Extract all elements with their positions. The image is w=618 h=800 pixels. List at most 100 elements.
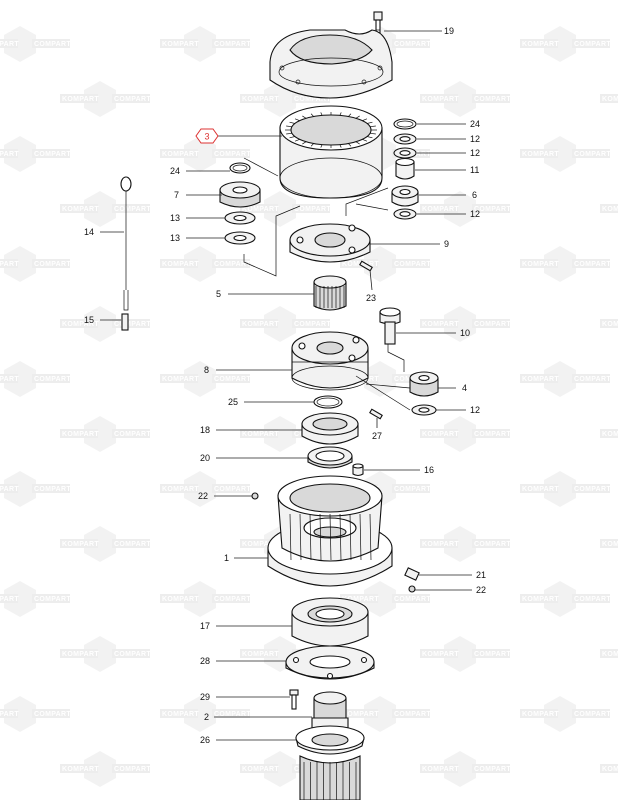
watermark-text: KOMPART xyxy=(342,596,379,603)
gear-tooth xyxy=(369,132,376,135)
label-16: 16 xyxy=(424,465,434,475)
gear-tooth xyxy=(362,139,368,142)
label-12-a: 12 xyxy=(470,134,480,144)
part-28-cover-plate[interactable] xyxy=(285,645,375,680)
watermark-text: KOMPART xyxy=(602,321,618,328)
watermark-text: KOMPART xyxy=(0,376,19,383)
part-22-plug-a[interactable] xyxy=(251,492,259,500)
watermark-layer: KOMPARTCOMPARTKOMPARTCOMPARTKOMPARTCOMPA… xyxy=(0,26,618,787)
gear-tooth xyxy=(302,115,307,119)
watermark-text: COMPART xyxy=(214,596,251,603)
watermark-text: KOMPART xyxy=(522,376,559,383)
part-24-oring-top[interactable] xyxy=(393,118,417,130)
gear-tooth xyxy=(294,139,300,142)
watermark-text: KOMPART xyxy=(422,96,459,103)
part-8-carrier[interactable] xyxy=(291,331,369,391)
watermark-text: KOMPART xyxy=(602,541,618,548)
part-14-dipstick[interactable] xyxy=(120,176,132,311)
gear-tooth xyxy=(289,121,296,124)
part-25-oring[interactable] xyxy=(313,395,343,409)
part-12-washer-a[interactable] xyxy=(393,133,417,145)
part-18-bearing[interactable] xyxy=(301,412,359,445)
label-29: 29 xyxy=(200,692,210,702)
label-4: 4 xyxy=(462,383,467,393)
label-27: 27 xyxy=(372,431,382,441)
watermark-text: COMPART xyxy=(34,596,71,603)
part-26-pinion-gear[interactable] xyxy=(295,725,365,800)
part-12-washer-d[interactable] xyxy=(411,404,437,416)
part-10-pin[interactable] xyxy=(379,307,401,345)
watermark-text: KOMPART xyxy=(62,431,99,438)
part-24-oring-left[interactable] xyxy=(229,162,251,174)
part-22-plug-b[interactable] xyxy=(408,585,416,593)
part-5-sun-gear[interactable] xyxy=(313,275,347,311)
watermark-text: COMPART xyxy=(114,766,151,773)
watermark-text: COMPART xyxy=(114,206,151,213)
highlight-marker-part-3[interactable]: 3 xyxy=(195,128,219,144)
part-top-cover[interactable] xyxy=(269,29,393,99)
part-labels: 19 24 12 12 11 24 7 13 13 6 12 9 14 5 23… xyxy=(84,26,486,745)
watermark-text: KOMPART xyxy=(0,596,19,603)
part-4-planet-gear[interactable] xyxy=(409,371,439,397)
watermark-text: COMPART xyxy=(214,711,251,718)
watermark-text: KOMPART xyxy=(162,376,199,383)
part-12-washer-c[interactable] xyxy=(393,208,417,220)
watermark-text: COMPART xyxy=(34,41,71,48)
part-27-spring-pin[interactable] xyxy=(369,408,383,420)
part-15-dipstick-tube[interactable] xyxy=(121,313,129,331)
watermark-text: KOMPART xyxy=(162,596,199,603)
part-13-thrust-washer-a[interactable] xyxy=(224,211,256,225)
watermark-text: COMPART xyxy=(574,596,611,603)
part-9-carrier[interactable] xyxy=(289,223,371,263)
part-12-washer-b[interactable] xyxy=(393,147,417,159)
watermark-text: KOMPART xyxy=(0,261,19,268)
assembly-lines-upper xyxy=(243,157,389,277)
watermark-text: COMPART xyxy=(114,431,151,438)
housing-rib xyxy=(359,513,362,561)
watermark-text: COMPART xyxy=(214,151,251,158)
gear-tooth xyxy=(339,144,342,148)
gear-tooth xyxy=(289,136,296,139)
label-12-b: 12 xyxy=(470,148,480,158)
part-11-pin[interactable] xyxy=(395,157,415,180)
part-16-plug[interactable] xyxy=(352,463,364,477)
label-1: 1 xyxy=(224,553,229,563)
part-7-sun-gear[interactable] xyxy=(219,181,261,208)
part-3-ring-gear[interactable] xyxy=(279,105,383,199)
watermark-text: COMPART xyxy=(474,541,511,548)
part-23-spring-pin[interactable] xyxy=(359,260,373,272)
part-1-housing[interactable] xyxy=(267,475,393,587)
watermark-text: COMPART xyxy=(34,261,71,268)
watermark-text: COMPART xyxy=(474,651,511,658)
part-17-bearing[interactable] xyxy=(291,597,369,647)
watermark-text: KOMPART xyxy=(242,96,279,103)
label-13-a: 13 xyxy=(170,213,180,223)
watermark-text: COMPART xyxy=(574,376,611,383)
label-6: 6 xyxy=(472,190,477,200)
part-21-breather[interactable] xyxy=(404,567,420,581)
part-6-planet-gear[interactable] xyxy=(391,185,419,207)
part-13-thrust-washer-b[interactable] xyxy=(224,231,256,245)
housing-rib xyxy=(339,513,342,561)
part-29-bolt[interactable] xyxy=(289,689,299,710)
part-20-oil-seal[interactable] xyxy=(307,446,353,469)
gear-tooth xyxy=(366,121,373,124)
watermark-text: KOMPART xyxy=(522,41,559,48)
label-22-a: 22 xyxy=(198,491,208,501)
